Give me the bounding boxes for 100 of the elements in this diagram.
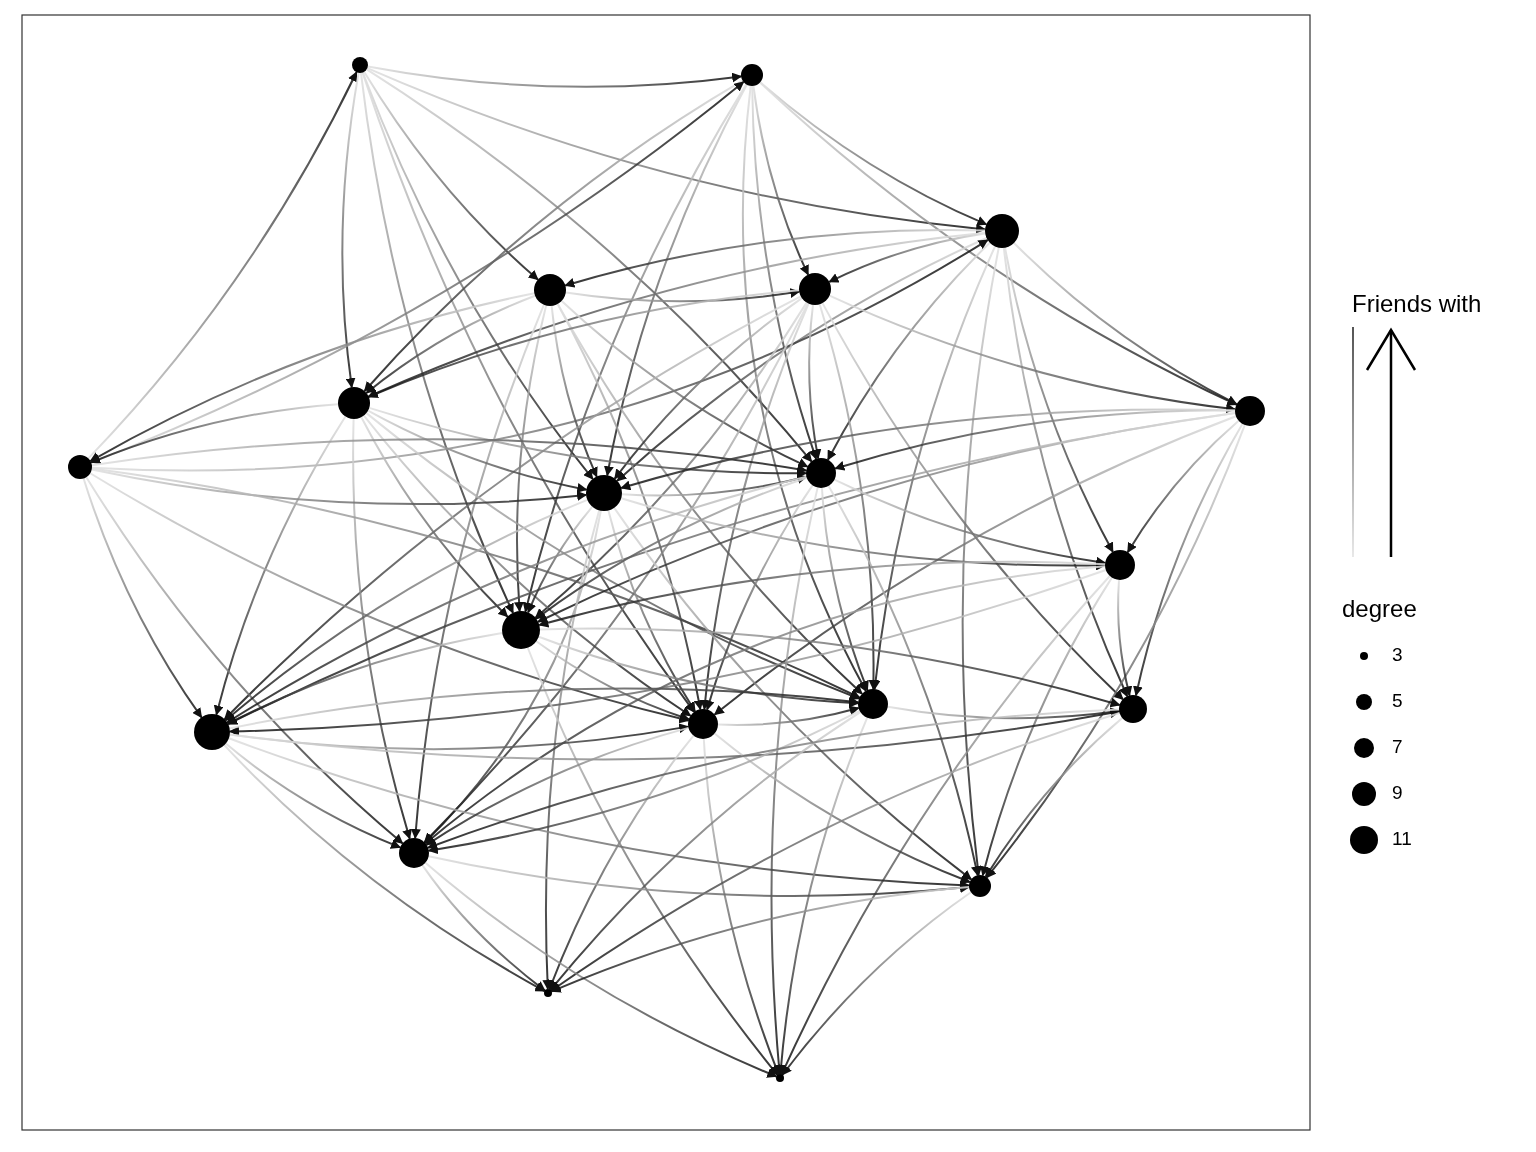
edge-line: [89, 472, 690, 724]
edge-line: [607, 509, 696, 713]
edge-line: [564, 228, 986, 288]
network-node: [858, 689, 888, 719]
edge-line: [776, 716, 869, 1075]
network-node: [338, 387, 370, 419]
edge-line: [550, 885, 971, 993]
edge-line: [604, 83, 748, 477]
edge-line: [424, 861, 778, 1078]
edge-line: [886, 705, 1121, 720]
edge-line: [90, 468, 588, 506]
edge-line: [365, 412, 860, 700]
edge-line: [427, 855, 971, 897]
edge-line: [548, 734, 695, 991]
edge-line: [363, 70, 539, 281]
edge-line: [223, 744, 546, 993]
edge-line: [556, 303, 863, 695]
edge-line: [781, 891, 972, 1076]
edge-line: [616, 237, 988, 482]
edge-line: [411, 303, 545, 840]
edge-line: [1004, 246, 1114, 553]
edge-line: [367, 409, 588, 493]
edge-line: [980, 576, 1113, 877]
edge-line: [365, 294, 537, 394]
legend-title: degree: [1342, 595, 1417, 623]
edge-line: [226, 475, 808, 724]
edge-line: [360, 416, 509, 618]
edge-line: [228, 723, 690, 751]
edge-line: [89, 292, 536, 463]
edge-line: [542, 509, 601, 990]
edge-line: [361, 71, 594, 480]
legend-label: 9: [1392, 782, 1403, 804]
edge-line: [213, 415, 347, 716]
edge-line: [613, 506, 973, 881]
edge-line: [834, 409, 1236, 471]
edge-line: [526, 646, 779, 1076]
edge-line: [713, 732, 971, 884]
edge-line: [90, 403, 340, 464]
edge-line: [366, 67, 987, 234]
edge-line: [820, 486, 869, 692]
edge-line: [522, 83, 748, 613]
edge-line: [366, 65, 743, 88]
edge-line: [620, 408, 1236, 491]
edge-line: [961, 246, 1000, 877]
legend-label: 3: [1392, 644, 1403, 666]
edge-line: [826, 241, 991, 461]
edge-line: [359, 71, 514, 614]
network-node: [985, 214, 1019, 248]
network-node: [534, 274, 566, 306]
network-node: [68, 455, 92, 479]
edge-line: [700, 302, 810, 711]
network-node: [399, 838, 429, 868]
network-node: [799, 273, 831, 305]
edge-line: [705, 484, 814, 711]
edge-line: [742, 84, 867, 692]
edge-line: [85, 476, 404, 845]
network-node: [502, 611, 540, 649]
network-node: [1235, 396, 1265, 426]
legend-label: 5: [1392, 690, 1403, 712]
edge-line: [425, 726, 690, 846]
network-node: [586, 475, 622, 511]
edge-line: [229, 569, 1107, 737]
edge-line: [535, 476, 808, 620]
edge-line: [514, 304, 548, 613]
edge-line: [421, 864, 546, 992]
edge-line: [535, 640, 690, 722]
edge-line: [549, 711, 862, 991]
edge-line: [818, 303, 879, 690]
edge-line: [363, 79, 744, 392]
legend-label: 7: [1392, 736, 1403, 758]
edge-line: [1133, 422, 1244, 697]
edge-line: [352, 418, 413, 840]
edge-line: [808, 303, 822, 460]
edge-line: [1117, 578, 1133, 697]
network-node: [1105, 550, 1135, 580]
edge-line: [828, 232, 987, 283]
edge-line: [613, 297, 803, 480]
network-node: [806, 458, 836, 488]
edge-line: [550, 304, 598, 478]
edge-line: [702, 738, 781, 1076]
network-node: [352, 57, 368, 73]
network-node: [776, 1074, 784, 1082]
edge-line: [90, 467, 861, 699]
edge-line: [1126, 419, 1240, 554]
edge-line: [341, 71, 360, 389]
edge-line: [427, 708, 1120, 850]
edge-line: [1002, 246, 1129, 698]
edge-line: [1013, 242, 1238, 406]
edge-line: [91, 239, 989, 472]
edge-line: [223, 295, 802, 721]
edge-line: [367, 231, 987, 398]
edge-line: [717, 705, 860, 726]
edge-line: [362, 414, 692, 717]
edge-line: [984, 717, 1124, 878]
edge-line: [82, 477, 203, 719]
edge-line: [560, 299, 809, 468]
network-node: [544, 989, 552, 997]
edge-line: [827, 484, 981, 877]
edge-line: [365, 68, 813, 463]
edge-line: [224, 498, 589, 722]
